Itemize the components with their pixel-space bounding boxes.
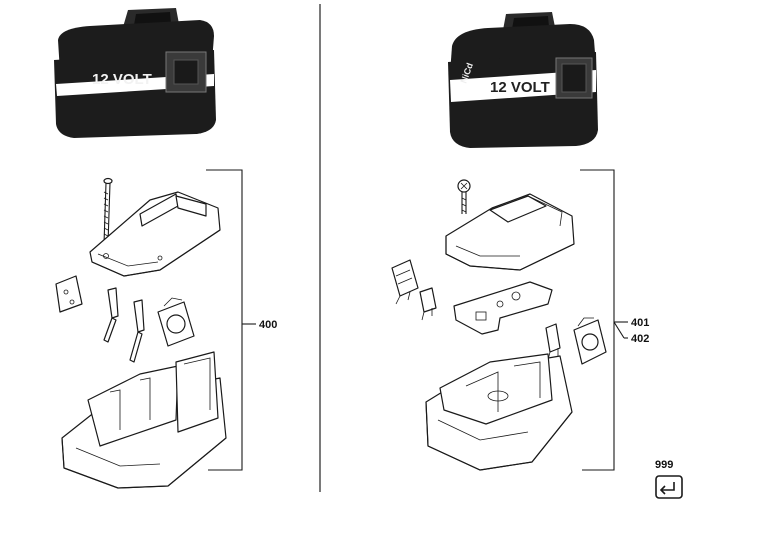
- callout-401: 401: [631, 317, 649, 329]
- return-arrow-icon: [659, 482, 675, 495]
- bottom-housing-part: [61, 351, 227, 489]
- contact-strip-part: [103, 287, 145, 363]
- left-exploded-parts: [55, 177, 227, 489]
- screw-part: [457, 179, 471, 214]
- left-group-bracket: [206, 169, 256, 471]
- thermal-switch-part: [573, 317, 607, 365]
- right-battery-pack-photo: 12 VOLT NiCd: [448, 12, 598, 148]
- callout-400: 400: [259, 319, 277, 331]
- right-group-bracket: [580, 169, 628, 471]
- top-cover-part: [445, 193, 575, 271]
- callout-402: 402: [631, 333, 649, 345]
- right-battery-voltage-label: 12 VOLT: [490, 79, 550, 96]
- right-exploded-parts: [391, 179, 607, 471]
- thermal-switch-part: [157, 297, 195, 347]
- callout-999: 999: [655, 459, 673, 471]
- left-battery-voltage-label: 12 VOLT: [92, 71, 152, 88]
- contact-part: [545, 323, 561, 361]
- clip-part: [391, 259, 419, 305]
- return-button[interactable]: [655, 475, 683, 499]
- top-cover-part: [89, 191, 221, 277]
- left-battery-pack-photo: 12 VOLT: [54, 8, 216, 138]
- screw-part: [103, 177, 113, 245]
- terminal-plate-part: [55, 275, 83, 313]
- terminal-part: [419, 287, 437, 321]
- circuit-plate-part: [453, 281, 553, 335]
- bottom-housing-part: [425, 353, 573, 471]
